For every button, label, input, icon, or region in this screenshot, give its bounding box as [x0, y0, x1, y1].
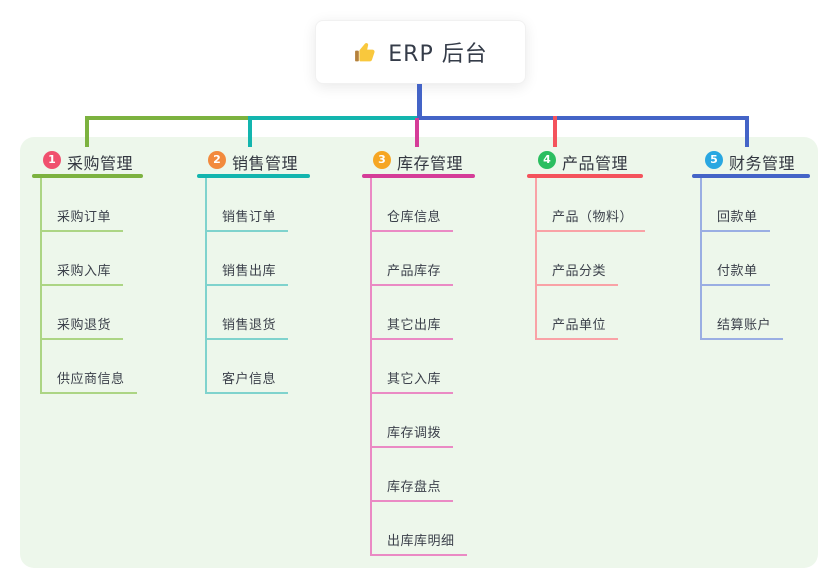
subnode-label: 采购订单: [57, 210, 112, 225]
subnode-label: 库存盘点: [387, 480, 442, 495]
branch-badge-2: 2: [208, 151, 226, 169]
subnode-item[interactable]: 产品（物料）: [535, 196, 646, 232]
subnode-label: 付款单: [717, 264, 758, 279]
subnode-label: 客户信息: [222, 372, 277, 387]
subnode-label: 采购入库: [57, 264, 112, 279]
subnode-label: 采购退货: [57, 318, 112, 333]
subnode-label: 其它入库: [387, 372, 442, 387]
branch-badge-5: 5: [705, 151, 723, 169]
root-title: ERP 后台: [388, 42, 488, 67]
subnode-item[interactable]: 销售订单: [205, 196, 289, 232]
thumbs-up-icon: [353, 40, 378, 65]
branch-tree-line: [535, 178, 537, 340]
subnode-item[interactable]: 产品单位: [535, 304, 619, 340]
branch-header-5[interactable]: 财务管理: [729, 154, 796, 173]
subnode-label: 结算账户: [717, 318, 772, 333]
subnode-label: 销售出库: [222, 264, 277, 279]
branch-connector-line: [248, 116, 419, 120]
subnode-item[interactable]: 仓库信息: [370, 196, 454, 232]
subnode-label: 仓库信息: [387, 210, 442, 225]
subnode-label: 产品库存: [387, 264, 442, 279]
subnode-item[interactable]: 销售出库: [205, 250, 289, 286]
branch-underline: [527, 174, 643, 178]
subnode-label: 其它出库: [387, 318, 442, 333]
branch-underline: [692, 174, 810, 178]
subnode-label: 供应商信息: [57, 372, 125, 387]
branch-connector-stub: [248, 116, 252, 147]
subnode-label: 产品分类: [552, 264, 607, 279]
branch-badge-4: 4: [538, 151, 556, 169]
branch-header-1[interactable]: 采购管理: [67, 154, 134, 173]
branch-tree-line: [205, 178, 207, 394]
branch-tree-line: [40, 178, 42, 394]
subnode-item[interactable]: 供应商信息: [40, 358, 137, 394]
branch-connector-stub: [85, 116, 89, 147]
subnode-item[interactable]: 付款单: [700, 250, 770, 286]
subnode-label: 产品（物料）: [552, 210, 634, 225]
branch-header-2[interactable]: 销售管理: [232, 154, 299, 173]
subnode-item[interactable]: 库存盘点: [370, 466, 454, 502]
branch-badge-1: 1: [43, 151, 61, 169]
subnode-item[interactable]: 采购订单: [40, 196, 124, 232]
subnode-item[interactable]: 其它出库: [370, 304, 454, 340]
subnode-item[interactable]: 出库库明细: [370, 520, 467, 556]
subnode-item[interactable]: 采购入库: [40, 250, 124, 286]
branches-panel: [20, 137, 818, 568]
branch-underline: [362, 174, 475, 178]
branch-tree-line: [370, 178, 372, 556]
branch-connector-stub: [553, 116, 557, 147]
subnode-item[interactable]: 销售退货: [205, 304, 289, 340]
branch-connector-stub: [415, 118, 419, 147]
subnode-item[interactable]: 结算账户: [700, 304, 784, 340]
subnode-label: 库存调拨: [387, 426, 442, 441]
subnode-item[interactable]: 采购退货: [40, 304, 124, 340]
subnode-item[interactable]: 库存调拨: [370, 412, 454, 448]
branch-header-4[interactable]: 产品管理: [562, 154, 629, 173]
root-connector-line: [417, 84, 422, 120]
subnode-item[interactable]: 产品分类: [535, 250, 619, 286]
subnode-item[interactable]: 回款单: [700, 196, 770, 232]
root-node[interactable]: ERP 后台: [315, 20, 526, 84]
branch-tree-line: [700, 178, 702, 340]
subnode-label: 销售订单: [222, 210, 277, 225]
subnode-label: 产品单位: [552, 318, 607, 333]
branch-underline: [197, 174, 310, 178]
branch-underline: [32, 174, 143, 178]
subnode-label: 出库库明细: [387, 534, 455, 549]
subnode-item[interactable]: 其它入库: [370, 358, 454, 394]
branch-header-3[interactable]: 库存管理: [397, 154, 464, 173]
subnode-item[interactable]: 客户信息: [205, 358, 289, 394]
subnode-item[interactable]: 产品库存: [370, 250, 454, 286]
subnode-label: 回款单: [717, 210, 758, 225]
subnode-label: 销售退货: [222, 318, 277, 333]
branch-badge-3: 3: [373, 151, 391, 169]
branch-connector-stub: [745, 116, 749, 147]
branch-connector-line: [417, 116, 749, 120]
